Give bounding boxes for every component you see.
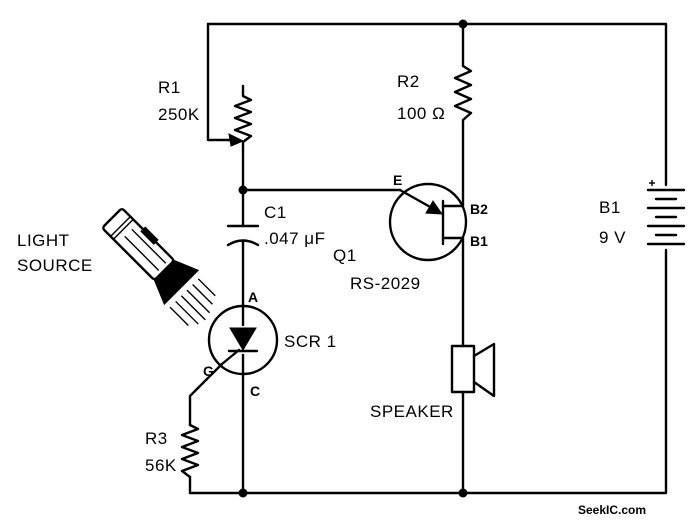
light-beam — [180, 295, 206, 321]
r3-zigzag — [180, 423, 200, 479]
resistor-r1: R1 250K — [158, 78, 253, 152]
wire-r3-top — [188, 362, 224, 427]
flashlight-body — [102, 208, 175, 281]
resistor-r2: R2 100 Ω — [397, 64, 473, 123]
r1-ref-label: R1 — [158, 78, 181, 97]
wire-r1-wiper-loop — [206, 22, 234, 142]
c1-ref-label: C1 — [264, 203, 287, 222]
c1-plate-bottom — [226, 239, 260, 247]
scr1-triangle — [229, 327, 257, 351]
light-source-label-line2: SOURCE — [17, 256, 93, 275]
scr1-body — [207, 304, 279, 376]
q1-b2-pin-label: B2 — [470, 201, 488, 217]
junction-dot — [238, 185, 248, 195]
speaker: SPEAKER — [370, 342, 496, 421]
light-beam — [175, 300, 199, 325]
q1-emitter-lead — [398, 188, 434, 210]
speaker-magnet — [450, 344, 476, 394]
wire-top-rail — [206, 22, 668, 187]
battery-value-label: 9 V — [599, 228, 626, 247]
scr1-ref-label: SCR 1 — [284, 332, 337, 351]
light-beam — [186, 289, 211, 314]
flashlight-band — [110, 216, 131, 237]
scr1-anode-pin-label: A — [248, 289, 258, 305]
q1-value-label: RS-2029 — [350, 274, 421, 293]
flashlight-icon: LIGHT SOURCE — [17, 208, 216, 326]
resistor-r3: R3 56K — [145, 423, 200, 479]
flashlight-switch — [140, 226, 159, 245]
q1-emitter-pin-label: E — [393, 172, 402, 188]
r1-wiper-arrow — [228, 133, 245, 147]
q1-b1-pin-label: B1 — [470, 233, 488, 249]
wire-bottom-rail — [188, 248, 668, 495]
r2-zigzag — [453, 64, 473, 122]
transistor-q1: E B2 B1 Q1 RS-2029 — [333, 172, 488, 293]
scr1-gate-pin-label: G — [203, 363, 214, 379]
r2-value-label: 100 Ω — [397, 104, 445, 123]
junctions — [238, 19, 468, 498]
wires — [188, 22, 668, 495]
light-beam — [192, 283, 213, 305]
q1-emitter-arrow — [425, 200, 443, 215]
flashlight-stripe — [131, 228, 167, 264]
q1-ref-label: Q1 — [333, 246, 357, 265]
speaker-cone — [472, 342, 496, 398]
r2-ref-label: R2 — [397, 72, 420, 91]
scr1-cathode-pin-label: C — [250, 383, 260, 399]
light-beam — [169, 306, 189, 326]
flashlight-band — [112, 218, 134, 240]
q1-body — [388, 182, 468, 262]
light-source-label-line1: LIGHT — [17, 231, 70, 250]
scr-scr1: A G C SCR 1 — [203, 289, 337, 399]
speaker-label: SPEAKER — [370, 402, 454, 421]
junction-dot — [458, 488, 468, 498]
junction-dot — [238, 488, 248, 498]
capacitor-c1: C1 .047 μF — [226, 203, 326, 248]
watermark: SeekIC.com — [578, 503, 646, 517]
light-beam — [197, 278, 216, 297]
r1-value-label: 250K — [158, 105, 200, 124]
flashlight-stripe — [124, 235, 160, 271]
junction-dot — [458, 19, 468, 29]
flashlight-head — [153, 259, 200, 306]
r3-ref-label: R3 — [145, 429, 168, 448]
r3-value-label: 56K — [145, 456, 177, 475]
scr1-gate-lead — [220, 348, 241, 366]
battery-b1: B1 9 V — [599, 180, 686, 247]
c1-value-label: .047 μF — [264, 229, 326, 248]
r1-zigzag — [233, 84, 253, 152]
battery-ref-label: B1 — [599, 198, 621, 217]
